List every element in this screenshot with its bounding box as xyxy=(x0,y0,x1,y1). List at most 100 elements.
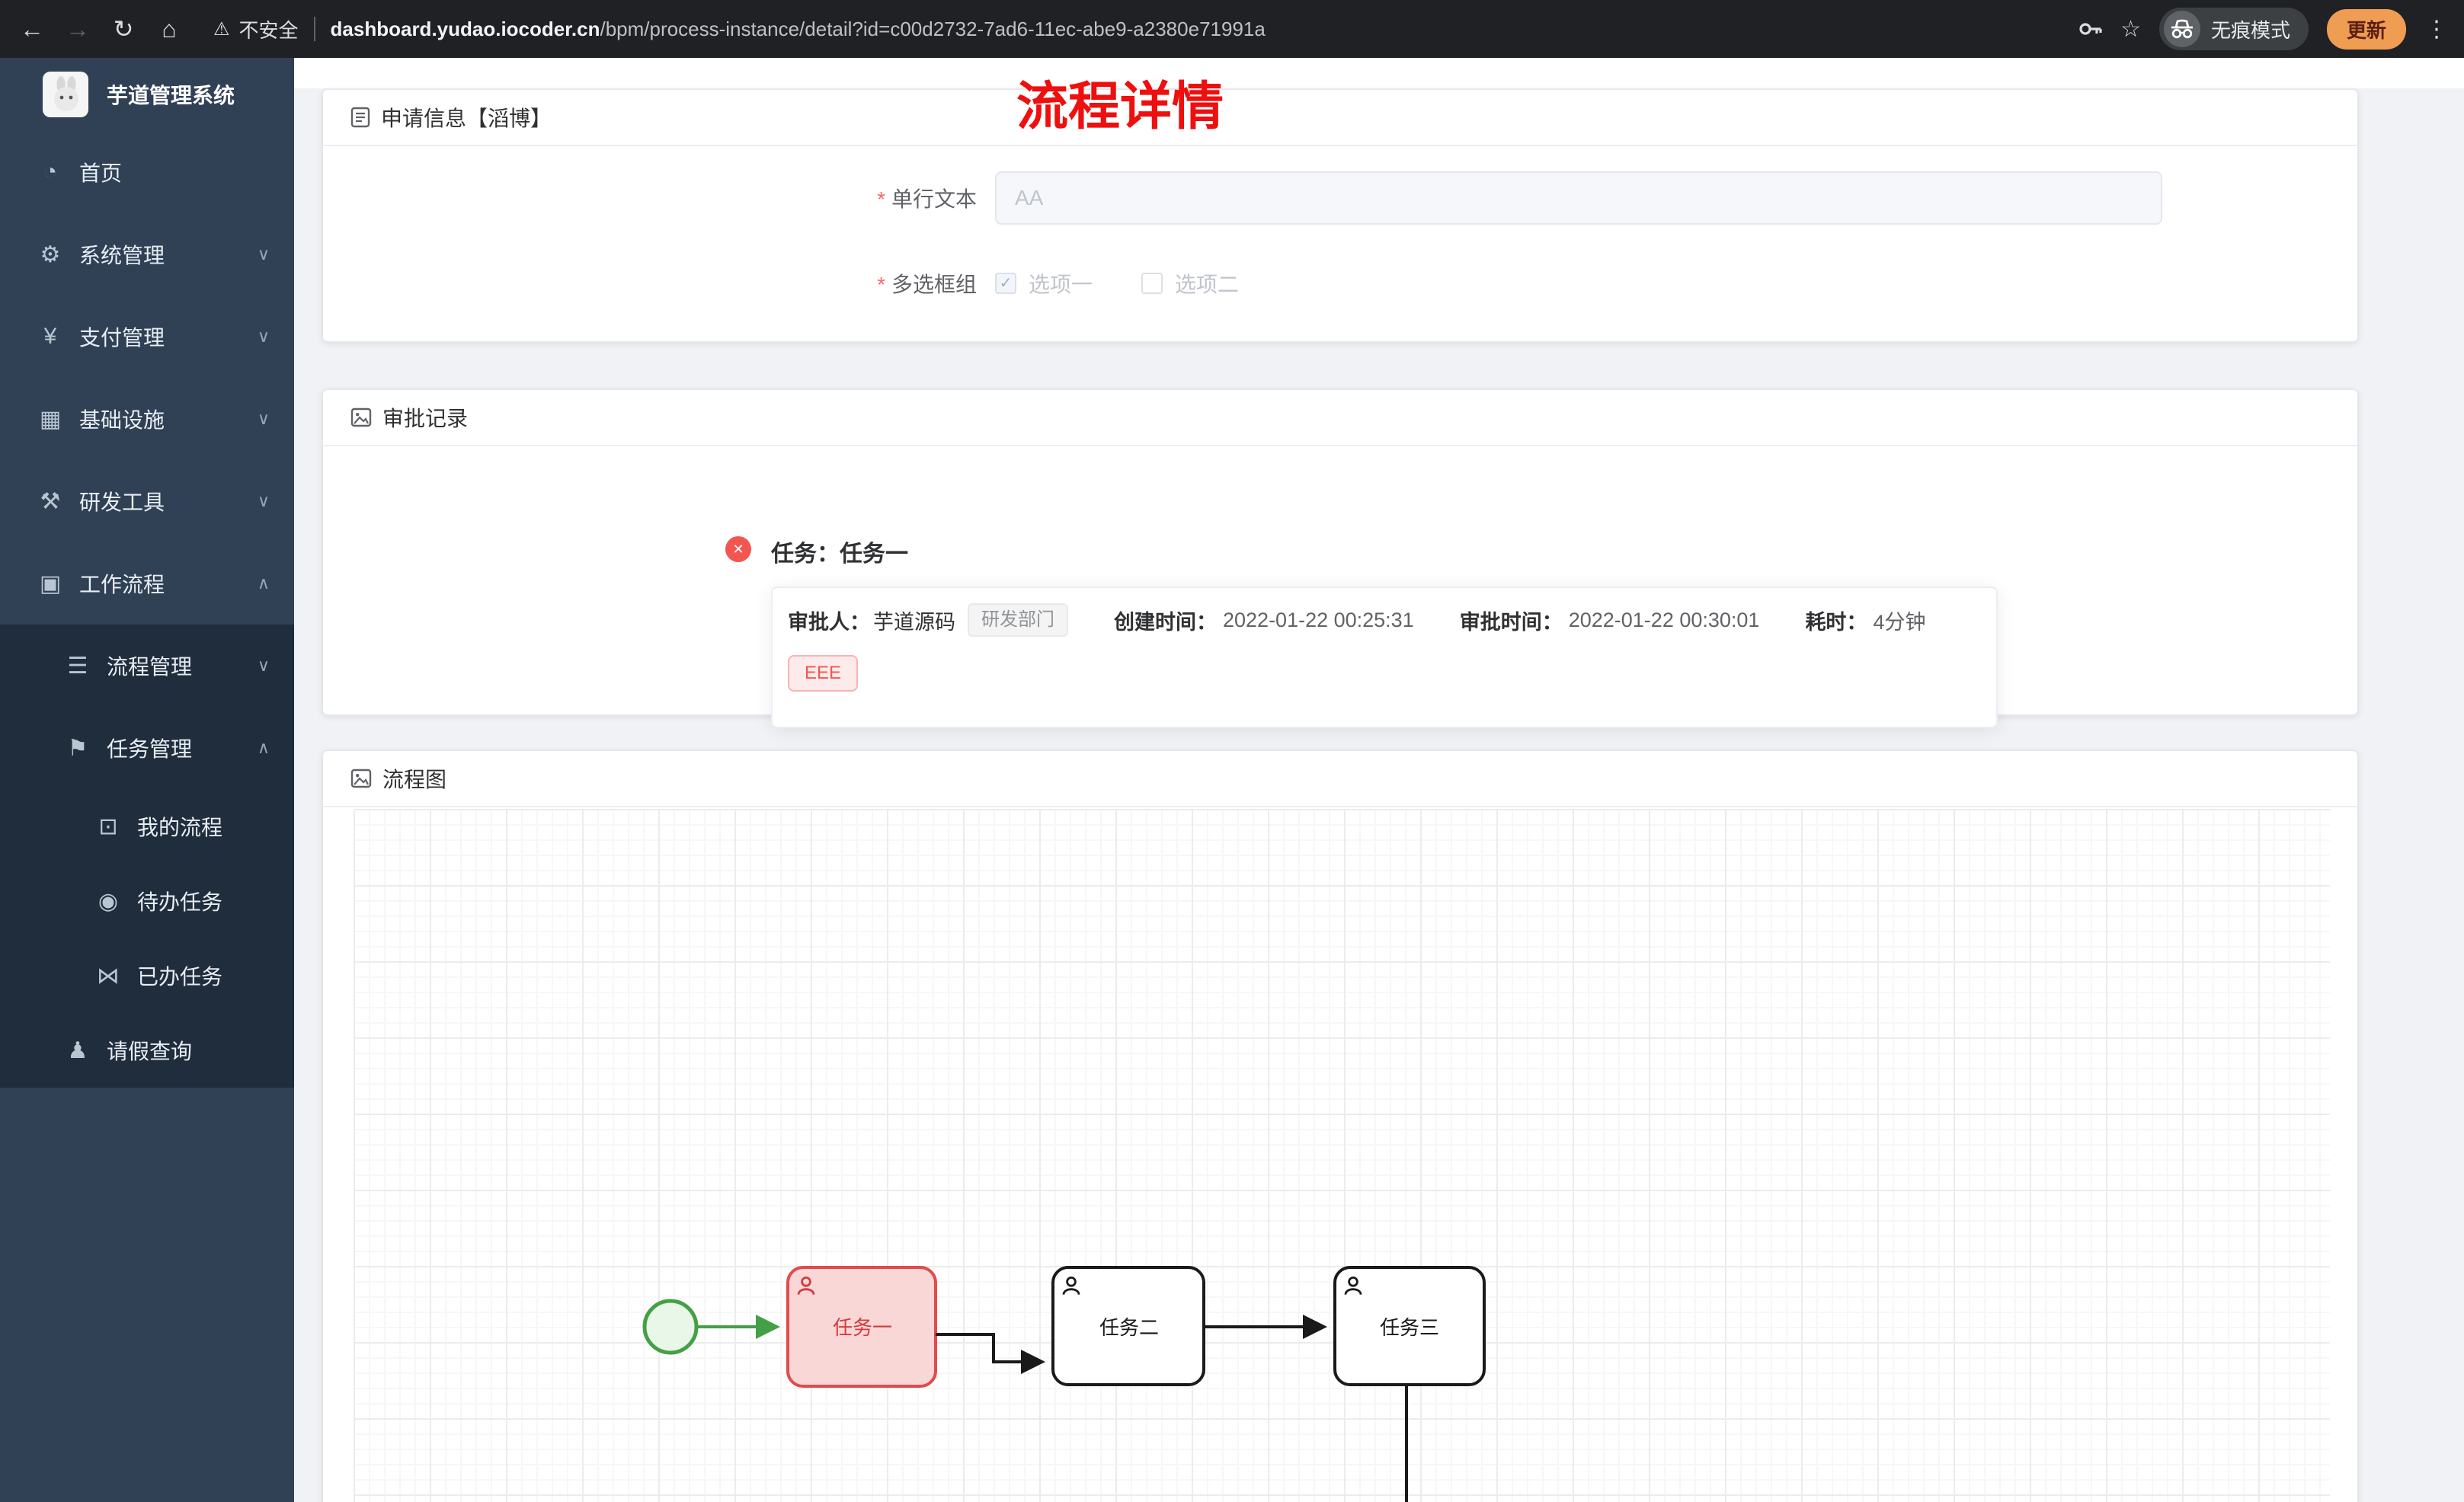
eye-icon: ◉ xyxy=(98,888,119,914)
task-node-1[interactable]: 任务一 xyxy=(786,1266,937,1388)
bpmn-canvas: 任务一 任务二 xyxy=(354,809,2330,1502)
sidebar-item-label: 我的流程 xyxy=(137,816,223,839)
person-icon: ♟ xyxy=(67,1037,88,1063)
apply-info-card-header: 申请信息【滔博】 xyxy=(323,90,2357,146)
incognito-icon xyxy=(2163,11,2200,47)
chevron-down-icon: ∨ xyxy=(257,656,270,675)
approver-label: 审批人： xyxy=(788,610,870,634)
created-time-value: 2022-01-22 00:25:31 xyxy=(1223,608,1414,631)
toolbar-right-cluster: ☆ 无痕模式 更新 ⋮ xyxy=(2078,8,2449,50)
app-logo[interactable]: 芋道管理系统 xyxy=(0,58,294,131)
single-line-text-input[interactable] xyxy=(995,171,2162,225)
sidebar-item-label: 流程管理 xyxy=(107,655,193,679)
task-node-2[interactable]: 任务二 xyxy=(1051,1266,1205,1386)
approval-record-card-header: 审批记录 xyxy=(323,390,2357,446)
sidebar: 芋道管理系统 ◔ 首页 ⚙ 系统管理 ∨ ¥ 支付管理 ∨ ▦ 基础设施 ∨ ⚒… xyxy=(0,58,294,1502)
approval-comment-tag: EEE xyxy=(788,655,859,692)
sidebar-item-process-management[interactable]: ☰ 流程管理 ∨ xyxy=(0,625,294,707)
chevron-up-icon: ∧ xyxy=(257,738,270,757)
sidebar-item-task-management[interactable]: ⚑ 任务管理 ∧ xyxy=(0,707,294,789)
record-icon xyxy=(350,407,372,427)
sidebar-item-workflow[interactable]: ▣ 工作流程 ∧ xyxy=(0,542,294,625)
checkbox-label: 选项一 xyxy=(1029,273,1093,296)
created-time-label: 创建时间： xyxy=(1114,610,1217,634)
chevron-down-icon: ∨ xyxy=(257,327,270,346)
timeline: ✕ 任务：任务一 审批人： 芋道源码 研发部门 创建时间： 2022-01-22… xyxy=(323,446,2357,728)
browser-menu-icon[interactable]: ⋮ xyxy=(2425,16,2448,42)
task-title: 任务：任务一 xyxy=(771,542,908,567)
briefcase-icon: ▣ xyxy=(39,570,62,596)
sidebar-item-my-process[interactable]: ⊡ 我的流程 xyxy=(0,789,294,864)
sidebar-item-todo-tasks[interactable]: ◉ 待办任务 xyxy=(0,864,294,938)
duration-value: 4分钟 xyxy=(1873,610,1926,634)
sidebar-item-label: 待办任务 xyxy=(137,890,223,914)
key-icon[interactable] xyxy=(2078,17,2102,41)
incognito-label: 无痕模式 xyxy=(2210,18,2290,42)
checkbox-option-2[interactable]: 选项二 xyxy=(1141,268,1239,299)
user-task-icon xyxy=(797,1277,815,1295)
checkbox-unchecked-icon xyxy=(1141,273,1163,294)
tools-icon: ⚒ xyxy=(40,488,61,514)
checkbox-option-1[interactable]: ✓ 选项一 xyxy=(995,268,1093,299)
approved-time-value: 2022-01-22 00:30:01 xyxy=(1568,608,1760,631)
process-diagram-card: 流程图 xyxy=(322,749,2359,1502)
navbar xyxy=(294,58,2464,88)
approver-name: 芋道源码 xyxy=(873,610,955,634)
sidebar-item-done-tasks[interactable]: ⋈ 已办任务 xyxy=(0,938,294,1013)
bookmark-star-icon[interactable]: ☆ xyxy=(2120,16,2141,42)
diagram-icon xyxy=(350,769,372,788)
list-icon: ☰ xyxy=(67,653,88,679)
sidebar-item-leave-query[interactable]: ♟ 请假查询 xyxy=(0,1013,294,1088)
sidebar-item-devtools[interactable]: ⚒ 研发工具 ∨ xyxy=(0,460,294,542)
workflow-submenu: ☰ 流程管理 ∨ ⚑ 任务管理 ∧ ⊡ 我的流程 ◉ 待办任务 ⋈ 已办任务 xyxy=(0,625,294,1088)
message-icon: ⊡ xyxy=(98,813,118,839)
checkbox-group: ✓ 选项一 选项二 xyxy=(995,268,1239,299)
svg-text:任务二: 任务二 xyxy=(1099,1316,1159,1339)
yen-icon: ¥ xyxy=(43,324,57,349)
browser-toolbar: ← → ↻ ⌂ ⚠ 不安全 dashboard.yudao.iocoder.cn… xyxy=(0,0,2464,58)
approval-record-card-title: 审批记录 xyxy=(382,407,469,430)
sidebar-item-label: 系统管理 xyxy=(79,244,165,267)
back-icon[interactable]: ← xyxy=(20,15,44,43)
update-button[interactable]: 更新 xyxy=(2326,8,2406,50)
forward-icon[interactable]: → xyxy=(66,15,90,43)
task-node-3[interactable]: 任务三 xyxy=(1333,1266,1486,1386)
gear-icon: ⚙ xyxy=(40,241,61,267)
start-event-node[interactable] xyxy=(642,1299,699,1355)
sidebar-item-label: 工作流程 xyxy=(79,573,165,596)
process-diagram-card-title: 流程图 xyxy=(382,768,447,791)
approved-time-label: 审批时间： xyxy=(1459,610,1563,634)
created-time-group: 创建时间： 2022-01-22 00:25:31 xyxy=(1114,606,1414,635)
sidebar-item-system[interactable]: ⚙ 系统管理 ∨ xyxy=(0,213,294,296)
security-label: 不安全 xyxy=(238,18,299,42)
sidebar-item-label: 已办任务 xyxy=(137,965,223,989)
document-icon xyxy=(350,107,370,128)
dept-tag: 研发部门 xyxy=(968,603,1068,637)
chevron-down-icon: ∨ xyxy=(257,491,270,510)
svg-text:任务三: 任务三 xyxy=(1380,1316,1439,1339)
checkbox-field-label: *多选框组 xyxy=(877,273,977,296)
chevron-down-icon: ∨ xyxy=(257,244,270,264)
address-bar[interactable]: ⚠ 不安全 dashboard.yudao.iocoder.cn /bpm/pr… xyxy=(213,15,2059,43)
duration-group: 耗时： 4分钟 xyxy=(1805,606,1925,635)
home-icon[interactable]: ⌂ xyxy=(162,15,177,43)
svg-text:任务一: 任务一 xyxy=(833,1316,892,1339)
approver-group: 审批人： 芋道源码 研发部门 xyxy=(788,603,1068,637)
sidebar-item-home[interactable]: ◔ 首页 xyxy=(0,131,294,213)
reload-icon[interactable]: ↻ xyxy=(113,15,134,43)
sidebar-item-infrastructure[interactable]: ▦ 基础设施 ∨ xyxy=(0,378,294,460)
incognito-badge[interactable]: 无痕模式 xyxy=(2158,8,2309,50)
chevron-up-icon: ∧ xyxy=(257,574,270,593)
sidebar-item-label: 支付管理 xyxy=(79,326,165,350)
required-mark: * xyxy=(877,187,885,211)
sidebar-item-payment[interactable]: ¥ 支付管理 ∨ xyxy=(0,296,294,378)
approval-detail-card: 审批人： 芋道源码 研发部门 创建时间： 2022-01-22 00:25:31… xyxy=(771,586,1998,728)
not-secure-warning-icon: ⚠ xyxy=(213,18,230,40)
text-field-label: *单行文本 xyxy=(877,187,977,211)
sidebar-item-label: 首页 xyxy=(79,161,123,185)
sidebar-item-label: 请假查询 xyxy=(107,1040,193,1063)
flow-task1-to-task2 xyxy=(936,1333,1045,1374)
rabbit-avatar xyxy=(43,72,88,117)
sidebar-item-label: 研发工具 xyxy=(79,491,165,514)
sidebar-item-label: 任务管理 xyxy=(107,737,193,761)
